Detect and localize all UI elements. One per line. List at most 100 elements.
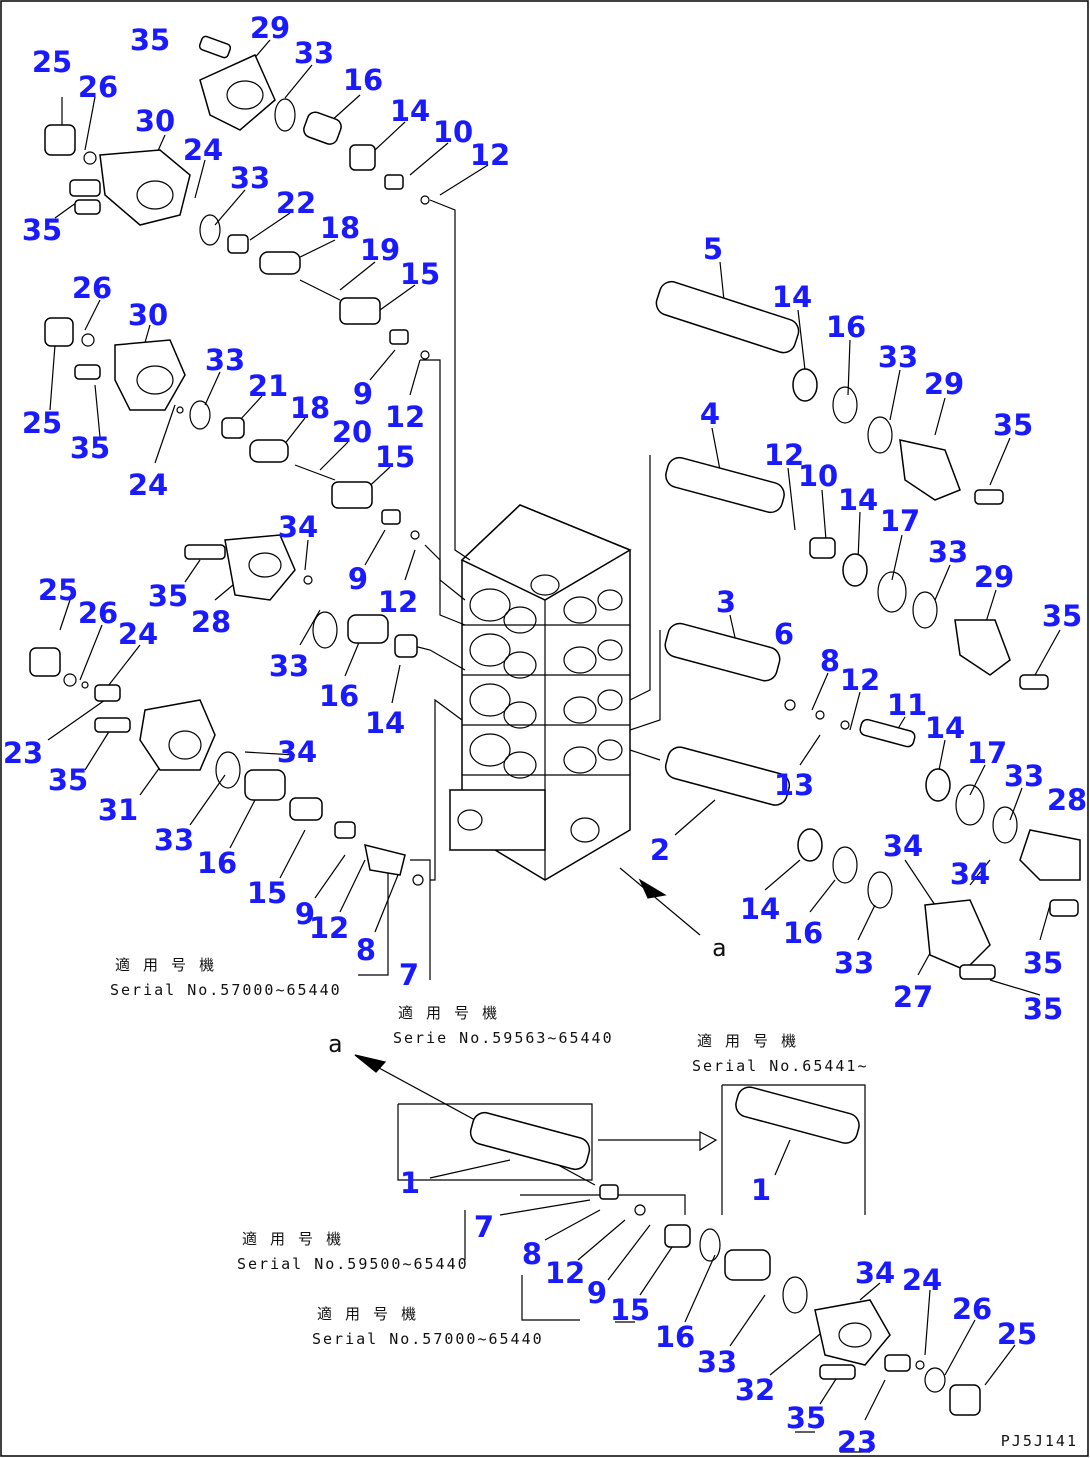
view-markers: aa — [328, 934, 728, 1058]
part-number-label: 19 — [360, 233, 400, 267]
part-number-label: 14 — [390, 94, 430, 128]
part-number-label: 34 — [855, 1256, 895, 1290]
part-number-label: 16 — [655, 1320, 695, 1354]
serial-note: Serial No.57000~65440 — [312, 1330, 544, 1348]
part-number-label: 10 — [433, 115, 473, 149]
part-number-label: 17 — [967, 736, 1007, 770]
drawing-code: PJ5J141 — [1001, 1432, 1078, 1450]
valve-body — [449, 504, 632, 881]
part-number-label: 29 — [924, 367, 964, 401]
part-number-label: 35 — [1023, 946, 1063, 980]
part-number-label: 33 — [1004, 759, 1044, 793]
part-number-label: 25 — [22, 406, 62, 440]
part-number-label: 25 — [997, 1317, 1037, 1351]
part-number-label: 13 — [774, 768, 814, 802]
part-number-label: 12 — [470, 138, 510, 172]
serial-note: 適 用 号 機 — [242, 1230, 343, 1248]
part-number-label: 9 — [295, 897, 315, 931]
part-number-label: 23 — [3, 736, 43, 770]
part-number-label: 26 — [72, 271, 112, 305]
part-number-label: 32 — [735, 1373, 775, 1407]
serial-note: 適 用 号 機 — [697, 1032, 798, 1050]
view-letter: a — [712, 934, 728, 962]
part-number-label: 33 — [230, 161, 270, 195]
part-number-label: 6 — [774, 617, 794, 651]
part-number-label: 26 — [952, 1292, 992, 1326]
part-number-label: 12 — [309, 911, 349, 945]
part-number-label: 33 — [154, 823, 194, 857]
part-number-label: 25 — [32, 45, 72, 79]
part-number-label: 12 — [378, 585, 418, 619]
part-number-label: 23 — [837, 1425, 877, 1458]
part-number-label: 22 — [276, 186, 316, 220]
part-number-label: 33 — [697, 1345, 737, 1379]
part-number-label: 28 — [191, 605, 231, 639]
part-number-label: 35 — [786, 1401, 826, 1435]
part-number-label: 16 — [343, 63, 383, 97]
part-number-label: 16 — [783, 916, 823, 950]
part-number-label: 12 — [764, 438, 804, 472]
part-number-label: 20 — [332, 415, 372, 449]
part-number-label: 12 — [840, 663, 880, 697]
part-number-label: 35 — [22, 213, 62, 247]
part-number-label: 18 — [290, 391, 330, 425]
part-number-label: 1 — [751, 1173, 771, 1207]
part-number-label: 7 — [399, 958, 419, 992]
part-number-label: 34 — [883, 829, 923, 863]
serial-note: Serial No.65441~ — [692, 1057, 869, 1075]
part-number-label: 33 — [294, 36, 334, 70]
part-number-label: 15 — [247, 876, 287, 910]
part-number-label: 34 — [277, 735, 317, 769]
part-number-label: 15 — [400, 257, 440, 291]
part-number-label: 16 — [197, 846, 237, 880]
part-number-label: 34 — [278, 510, 318, 544]
part-number-label: 2 — [650, 833, 670, 867]
leader-lines — [47, 39, 1061, 1453]
part-number-label: 27 — [893, 980, 933, 1014]
part-number-label: 29 — [974, 560, 1014, 594]
part-number-label: 16 — [319, 679, 359, 713]
part-number-label: 24 — [183, 133, 223, 167]
serial-note: Serial No.57000~65440 — [110, 981, 342, 999]
part-number-label: 26 — [78, 596, 118, 630]
part-number-label: 3 — [716, 585, 736, 619]
part-number-label: 14 — [925, 711, 965, 745]
part-number-label: 28 — [1047, 783, 1087, 817]
component-parts — [29, 35, 1081, 1416]
part-number-label: 25 — [38, 573, 78, 607]
part-number-label: 10 — [798, 459, 838, 493]
part-number-label: 15 — [610, 1293, 650, 1327]
part-number-label: 9 — [587, 1276, 607, 1310]
part-number-label: 35 — [48, 763, 88, 797]
part-number-label: 34 — [950, 857, 990, 891]
part-number-label: 14 — [838, 483, 878, 517]
part-number-label: 33 — [928, 535, 968, 569]
part-number-label: 12 — [385, 400, 425, 434]
part-number-label: 33 — [834, 946, 874, 980]
part-number-label: 30 — [128, 298, 168, 332]
part-number-label: 9 — [353, 377, 373, 411]
serial-note: 適 用 号 機 — [317, 1305, 418, 1323]
part-number-label: 35 — [148, 579, 188, 613]
part-number-label: 33 — [878, 340, 918, 374]
part-number-label: 14 — [740, 892, 780, 926]
part-number-label: 1 — [400, 1166, 420, 1200]
part-number-label: 35 — [1042, 599, 1082, 633]
part-number-label: 4 — [700, 397, 720, 431]
part-number-label: 24 — [128, 468, 168, 502]
serial-note: 適 用 号 機 — [398, 1004, 499, 1022]
part-number-label: 5 — [703, 232, 723, 266]
part-number-label: 24 — [902, 1263, 942, 1297]
part-number-label: 35 — [70, 431, 110, 465]
part-number-label: 14 — [772, 280, 812, 314]
part-number-label: 8 — [356, 933, 376, 967]
part-number-label: 35 — [130, 23, 170, 57]
view-letter: a — [328, 1030, 344, 1058]
serial-note: Serial No.59500~65440 — [237, 1255, 469, 1273]
part-number-label: 17 — [880, 504, 920, 538]
part-number-label: 12 — [545, 1256, 585, 1290]
part-number-label: 9 — [348, 562, 368, 596]
